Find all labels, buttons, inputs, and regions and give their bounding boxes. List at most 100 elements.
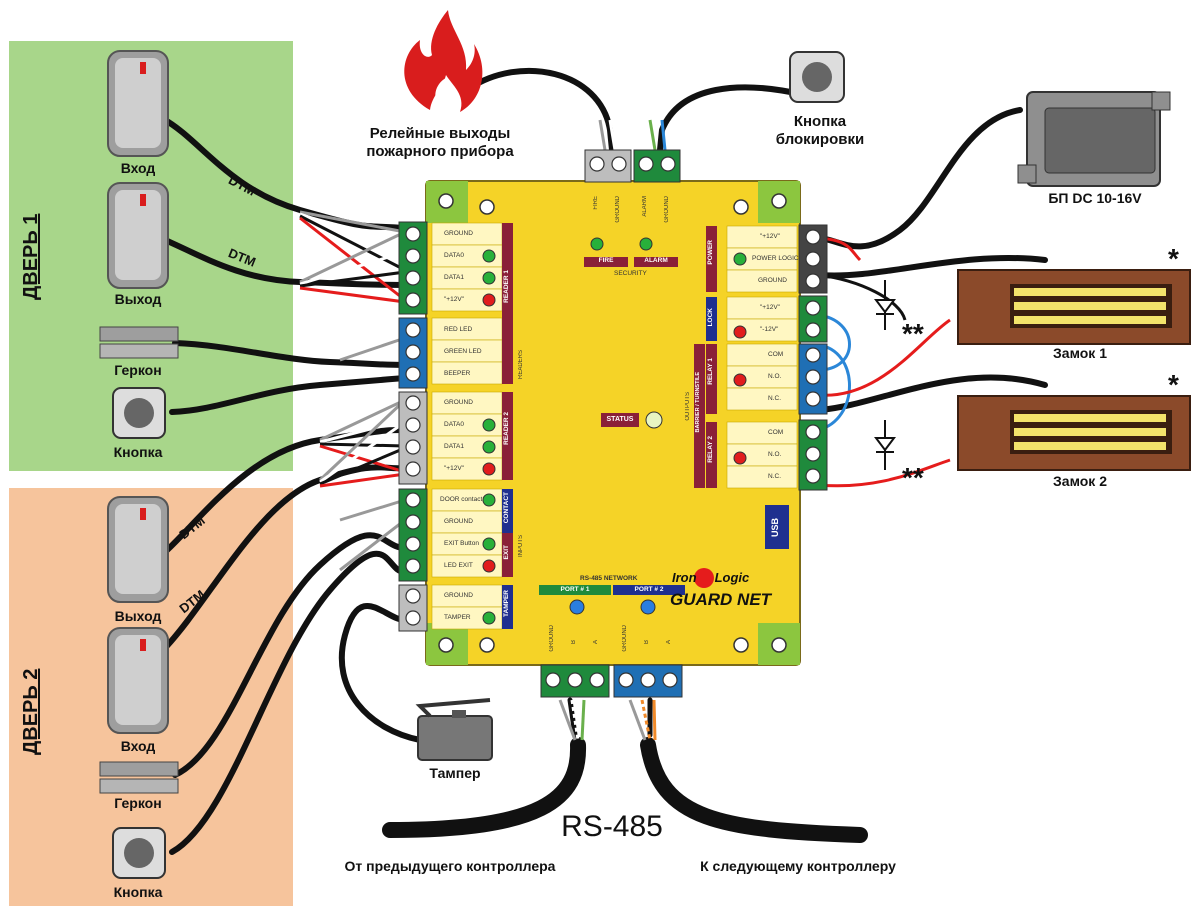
rs485-network-label: RS-485 NETWORK xyxy=(580,575,638,582)
diode-icon xyxy=(874,420,896,470)
alarm-tag: ALARM xyxy=(644,257,668,264)
relay1-pin: N.O. xyxy=(768,373,782,380)
button-icon xyxy=(112,827,166,879)
door1-exit-label: Выход xyxy=(114,291,162,307)
exit-pin: LED EXIT xyxy=(444,562,473,569)
lock2-label: Замок 2 xyxy=(1053,473,1107,489)
reader1-pin: "+12V" xyxy=(444,296,464,303)
door2-exit-label: Выход xyxy=(114,608,162,624)
reader2-tag: READER 2 xyxy=(503,412,510,445)
fire-tag: FIRE xyxy=(598,257,614,264)
power-supply-icon xyxy=(1017,91,1171,187)
contact-pin: GROUND xyxy=(444,518,473,525)
door2-entry-label: Вход xyxy=(120,738,156,754)
lock-pin: "+12V" xyxy=(760,304,780,311)
board-tags xyxy=(502,223,789,629)
maglock-icon xyxy=(957,269,1191,345)
port2-pin: GROUND xyxy=(622,625,628,652)
lock-tag: LOCK xyxy=(707,308,714,327)
double-star-mark: ** xyxy=(902,462,924,493)
reader1-pin: DATA0 xyxy=(444,252,464,259)
relay1-pin: COM xyxy=(768,351,784,358)
status-label: STATUS xyxy=(606,416,634,423)
reader-icon xyxy=(107,182,169,289)
door1-zone-label: ДВЕРЬ 1 xyxy=(20,213,42,300)
top-pin: FIRE xyxy=(593,196,599,210)
readers-tag: READERS xyxy=(518,350,524,380)
reed-switch-icon xyxy=(99,326,179,359)
double-star-mark: ** xyxy=(902,318,924,349)
door2-reed-label: Геркон xyxy=(114,795,162,811)
terminal-blocks-bottom xyxy=(540,664,683,698)
terminal-screws-top xyxy=(589,156,676,172)
reader-icon xyxy=(107,627,169,734)
exit-pin: EXIT Button xyxy=(444,540,479,547)
port1-pin: GROUND xyxy=(549,625,555,652)
port1-label: PORT # 1 xyxy=(560,586,590,593)
relay1-pin: N.C. xyxy=(768,395,781,402)
contact-tag: CONTACT xyxy=(503,492,510,524)
button-icon xyxy=(789,51,845,103)
port1-pin: A xyxy=(593,640,599,645)
top-pin: GROUND xyxy=(615,196,621,223)
reader1-led-pin: BEEPER xyxy=(444,370,471,377)
reader-icon xyxy=(107,50,169,157)
tamper-icon xyxy=(415,698,493,761)
outputs-tag: OUTPUTS xyxy=(685,392,691,421)
power-supply-label: БП DC 10-16V xyxy=(1048,190,1142,206)
door2-zone-label: ДВЕРЬ 2 xyxy=(20,668,42,755)
wire-fans xyxy=(299,119,951,741)
reader1-led-pin: GREEN LED xyxy=(444,348,482,355)
power-pin: GROUND xyxy=(758,277,787,284)
door2-button-label: Кнопка xyxy=(113,884,163,900)
terminal-blocks-left xyxy=(398,221,428,632)
usb-label: USB xyxy=(770,517,780,537)
door1-reed-label: Геркон xyxy=(114,362,162,378)
reader1-pin: DATA1 xyxy=(444,274,464,281)
exit-tag: EXIT xyxy=(503,545,510,560)
security-tag: SECURITY xyxy=(614,270,647,277)
door1-entry-label: Вход xyxy=(120,160,156,176)
door1-button-label: Кнопка xyxy=(113,444,163,460)
power-pin: POWER LOGIC xyxy=(752,255,799,262)
prev-controller-label: От предыдущего контроллера xyxy=(344,858,556,874)
reader1-tag: READER 1 xyxy=(503,270,510,303)
lock1-label: Замок 1 xyxy=(1053,345,1107,361)
relay2-tag: RELAY 2 xyxy=(707,436,714,463)
power-pin: "+12V" xyxy=(760,233,780,240)
flame-icon xyxy=(404,10,483,112)
port1-pin: B xyxy=(571,640,577,645)
block-button-label: Кнопка блокировки xyxy=(775,113,865,148)
relay2-pin: N.O. xyxy=(768,451,782,458)
reader2-pin: DATA1 xyxy=(444,443,464,450)
tamper-pin: TAMPER xyxy=(444,614,471,621)
tamper-tag: TAMPER xyxy=(503,590,510,617)
reader1-pin: GROUND xyxy=(444,230,473,237)
port2-label: PORT # 2 xyxy=(634,586,664,593)
logo-mark xyxy=(694,568,714,588)
next-controller-label: К следующему контроллеру xyxy=(700,858,896,874)
terminal-screws-right xyxy=(805,229,821,484)
reader1-led-pin: RED LED xyxy=(444,326,473,333)
fire-relay-label: Релейные выходы пожарного прибора xyxy=(366,125,514,160)
rs485-cables xyxy=(382,737,868,843)
product-name: GUARD NET xyxy=(670,590,772,609)
reader2-pin: GROUND xyxy=(444,399,473,406)
port2-pin: A xyxy=(666,640,672,645)
star-mark: * xyxy=(1168,243,1179,274)
relay1-tag: RELAY 1 xyxy=(707,358,714,385)
reader-icon xyxy=(107,496,169,603)
screw-icon xyxy=(438,193,787,653)
reader2-pin: "+12V" xyxy=(444,465,464,472)
relay2-pin: N.C. xyxy=(768,473,781,480)
barrier-tag: BARRIER / TURNSTILE xyxy=(695,372,701,433)
top-pin: GROUND xyxy=(664,196,670,223)
terminal-screws-bottom xyxy=(545,672,678,688)
tamper-pin: GROUND xyxy=(444,592,473,599)
cables xyxy=(162,67,1048,855)
maglock-icon xyxy=(957,395,1191,471)
inputs-tag: INPUTS xyxy=(518,535,524,558)
tamper-label: Тампер xyxy=(429,765,481,781)
